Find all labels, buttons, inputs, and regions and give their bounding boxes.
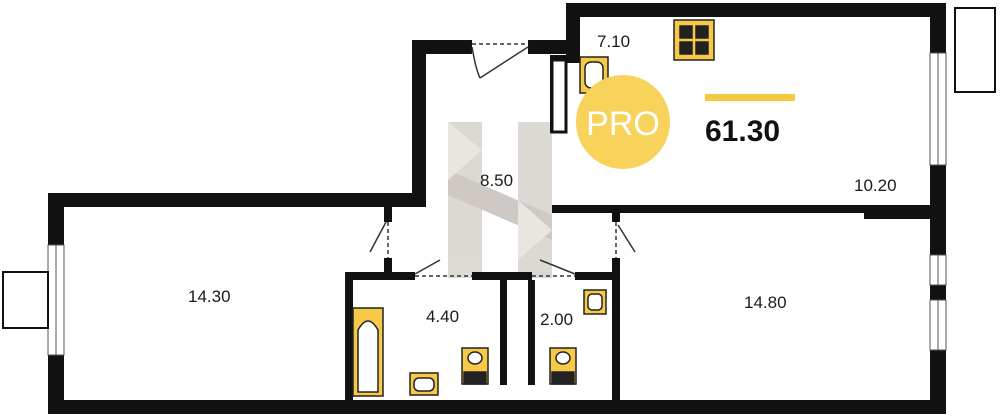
room-area-kitchen-corner: 7.10	[597, 32, 630, 51]
balconies	[2, 7, 996, 329]
total-area: 61.30	[705, 115, 780, 148]
room-area-bathroom: 4.40	[426, 307, 459, 326]
windows	[47, 52, 947, 356]
bathtub-icon	[352, 307, 384, 397]
balcony-left	[2, 271, 49, 329]
room-area-living-left: 14.30	[188, 287, 231, 306]
pro-badge: PRO	[576, 75, 670, 169]
walls	[48, 3, 946, 414]
wc-sink-icon	[583, 289, 607, 315]
fixtures	[352, 19, 715, 397]
door-left-room	[369, 221, 389, 258]
watermark-logo	[448, 122, 552, 278]
door-entrance	[471, 43, 529, 79]
bathroom-toilet-icon	[461, 347, 489, 385]
balcony-right	[954, 7, 996, 93]
stove-icon	[673, 19, 715, 61]
doors	[369, 43, 636, 277]
bathroom-sink-icon	[409, 372, 439, 396]
door-bathroom	[414, 259, 472, 277]
room-area-bedroom-right: 14.80	[744, 293, 787, 312]
room-area-wc: 2.00	[540, 310, 573, 329]
room-area-hall: 8.50	[480, 171, 513, 190]
room-area-kitchen: 10.20	[854, 176, 897, 195]
door-wc	[532, 259, 576, 277]
door-bedroom	[615, 222, 636, 258]
pro-badge-label: PRO	[586, 105, 660, 143]
wc-toilet-icon	[549, 347, 577, 385]
total-area-accent-bar	[705, 94, 795, 101]
